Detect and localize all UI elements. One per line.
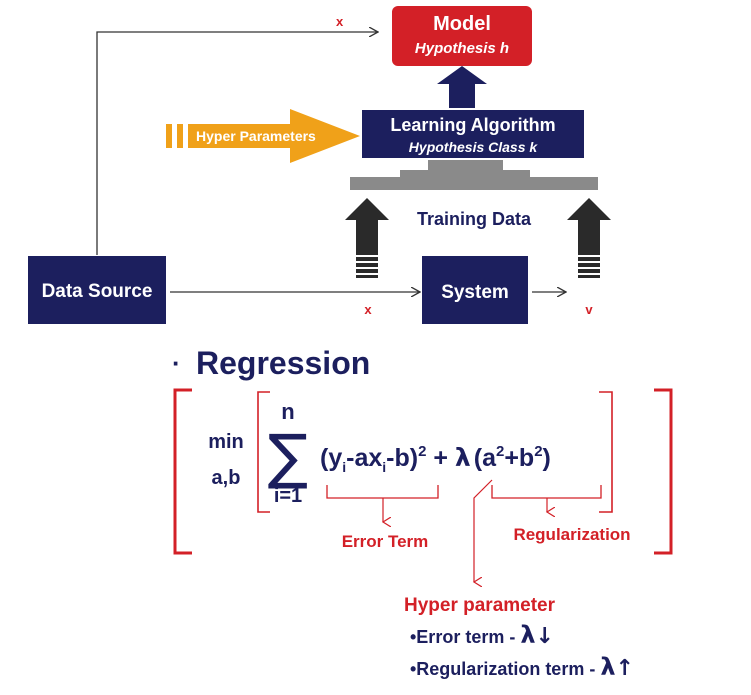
hyper-bar-1 [166, 124, 172, 148]
x-top-label: x [336, 14, 344, 29]
lambda-pointer [474, 479, 493, 582]
regression-bullet: · [172, 348, 181, 378]
training-arrow-right [567, 198, 611, 278]
data-source-box [28, 256, 166, 324]
training-gray-shape [350, 160, 598, 190]
training-data-label: Training Data [417, 209, 532, 229]
x-bottom-label: x [364, 302, 372, 317]
sum-symbol: ∑ [268, 422, 308, 492]
hyper-bar-2 [177, 124, 183, 148]
inner-bracket-left [257, 391, 270, 513]
note-error-term: •Error term - λ↓ [410, 621, 554, 649]
data-source-label: Data Source [42, 281, 153, 302]
v-bottom-label: v [585, 302, 593, 317]
model-title: Model [433, 13, 491, 35]
error-term-label: Error Term [342, 532, 429, 551]
hyper-parameters-arrow [188, 109, 360, 163]
sum-top: n [281, 399, 294, 424]
learning-algorithm-title: Learning Algorithm [390, 115, 555, 135]
outer-bracket-right [654, 388, 673, 555]
hyper-parameter-label: Hyper parameter [404, 595, 556, 616]
model-box [392, 6, 532, 66]
system-label: System [441, 282, 509, 303]
learning-algorithm-box [362, 110, 584, 158]
outer-bracket-left [173, 388, 192, 555]
error-term-brace [326, 485, 439, 499]
regularization-brace [491, 485, 602, 499]
min-label: min [208, 431, 244, 453]
model-subtitle: Hypothesis h [415, 40, 509, 57]
x-feed-line [96, 32, 378, 255]
min-sub-label: a,b [212, 467, 241, 489]
system-box [422, 256, 528, 324]
model-up-arrow [437, 66, 487, 108]
sum-bottom: i=1 [274, 485, 302, 507]
regression-heading: Regression [196, 345, 370, 381]
training-arrow-left [345, 198, 389, 278]
inner-bracket-right [599, 391, 613, 513]
regularization-label: Regularization [513, 525, 630, 544]
hyper-parameters-label: Hyper Parameters [196, 128, 316, 144]
learning-algorithm-subtitle: Hypothesis Class k [409, 139, 539, 155]
formula: (yi-axi-b)2 + λ(a2+b2) [320, 443, 551, 475]
note-regularization-term: •Regularization term - λ↑ [410, 653, 634, 681]
